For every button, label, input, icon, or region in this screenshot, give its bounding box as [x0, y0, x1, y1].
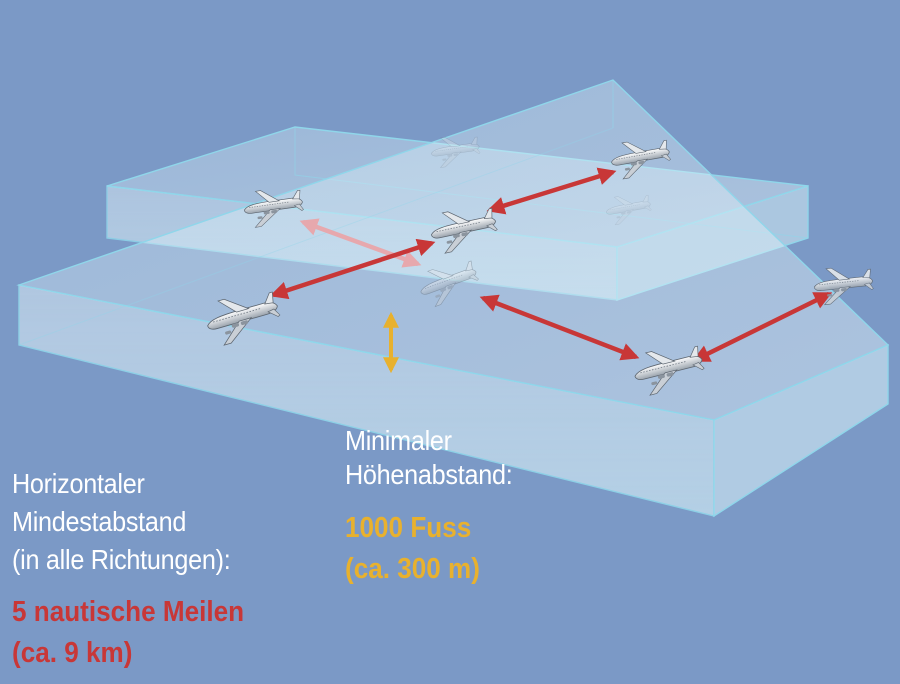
horizontal-value-metric: (ca. 9 km) [12, 637, 133, 669]
horizontal-title-line3: (in alle Richtungen): [12, 544, 231, 575]
double-arrow-icon [269, 238, 436, 300]
horizontal-value: 5 nautische Meilen [12, 596, 245, 628]
vertical-title-line1: Minimaler [345, 425, 452, 456]
double-arrow-icon [486, 167, 617, 215]
horizontal-title-line2: Mindestabstand [12, 506, 187, 537]
horizontal-separation-arrows [269, 167, 833, 363]
double-arrow-icon [691, 291, 833, 363]
double-arrow-icon [479, 294, 640, 361]
horizontal-title-line1: Horizontaler [12, 468, 145, 499]
vertical-value: 1000 Fuss [345, 512, 472, 544]
vertical-value-metric: (ca. 300 m) [345, 553, 480, 585]
vertical-title-line2: Höhenabstand: [345, 459, 513, 490]
